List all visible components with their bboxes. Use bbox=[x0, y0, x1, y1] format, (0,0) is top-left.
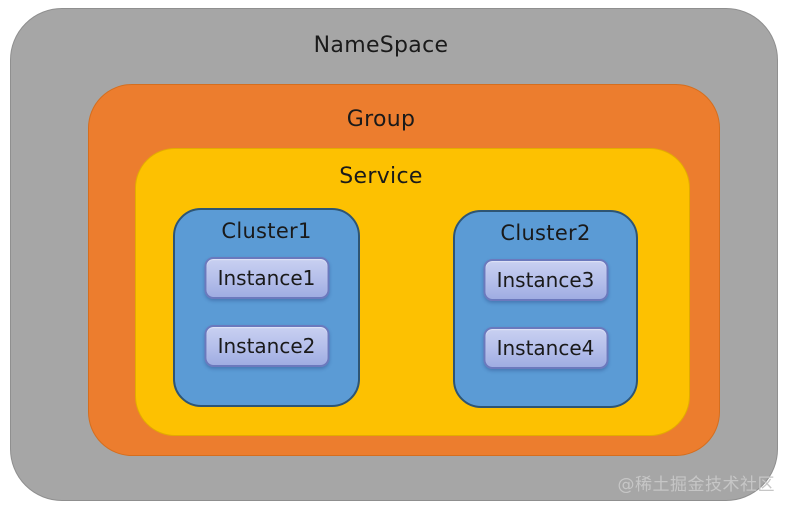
group-label: Group bbox=[346, 107, 416, 132]
watermark: @稀土掘金技术社区 bbox=[617, 475, 775, 495]
instance1-label: Instance1 bbox=[217, 266, 316, 290]
instance3-label: Instance3 bbox=[496, 268, 595, 292]
namespace-container: NameSpace Group Service Cluster1 Instanc… bbox=[10, 8, 778, 501]
cluster1-label: Cluster1 bbox=[221, 219, 312, 243]
cluster1-container: Cluster1 Instance1 Instance2 bbox=[173, 208, 360, 407]
instance4-label: Instance4 bbox=[496, 336, 595, 360]
namespace-label: NameSpace bbox=[313, 33, 449, 58]
group-container: Group Service Cluster1 Instance1 Instanc… bbox=[88, 84, 720, 456]
cluster2-label: Cluster2 bbox=[500, 221, 591, 245]
service-container: Service Cluster1 Instance1 Instance2 Clu… bbox=[135, 148, 690, 436]
instance4-box: Instance4 bbox=[483, 327, 608, 369]
instance2-box: Instance2 bbox=[204, 325, 329, 367]
cluster2-container: Cluster2 Instance3 Instance4 bbox=[453, 210, 638, 408]
instance1-box: Instance1 bbox=[204, 257, 329, 299]
instance2-label: Instance2 bbox=[217, 334, 316, 358]
service-label: Service bbox=[339, 164, 423, 189]
instance3-box: Instance3 bbox=[483, 259, 608, 301]
